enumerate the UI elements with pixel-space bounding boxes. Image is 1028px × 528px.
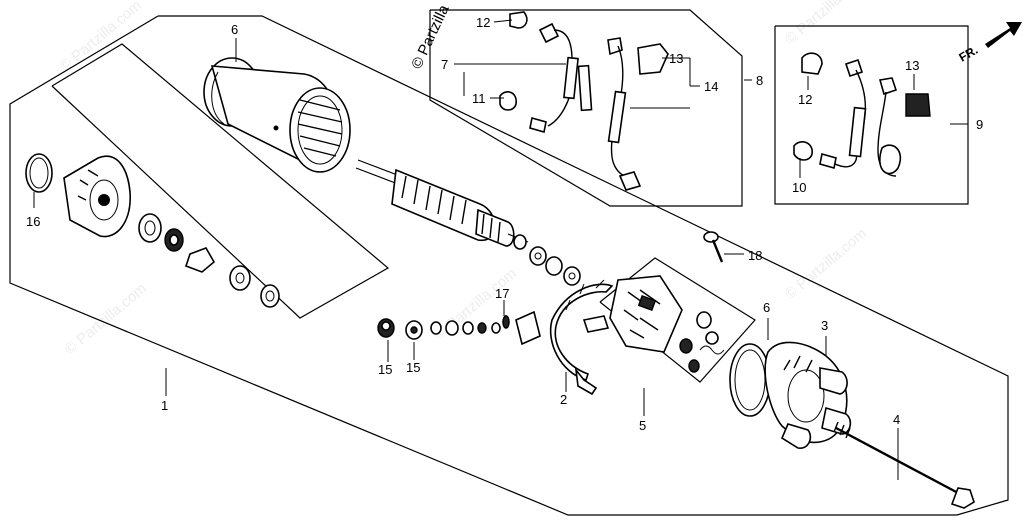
main-assembly-frame [9, 15, 1009, 516]
yoke-housing [203, 57, 351, 173]
callouts: 6 16 1 15 15 17 2 5 6 3 4 18 8 9 7 11 12… [26, 15, 983, 433]
rear-cover-3 [764, 341, 852, 449]
watermark-2: © Partzilla.com [432, 265, 520, 343]
callout-13-a: 13 [669, 51, 683, 66]
callout-6-top: 6 [231, 22, 238, 37]
wire-set-9-parts [793, 52, 931, 177]
callout-12-a: 12 [476, 15, 490, 30]
watermark-4: © Partzilla.com [782, 225, 870, 303]
bolt-18 [703, 231, 724, 263]
through-bolt-4 [833, 421, 975, 509]
callout-9: 9 [976, 117, 983, 132]
callout-5: 5 [639, 418, 646, 433]
brush-holder-assembly-5 [609, 275, 725, 373]
callout-15-b: 15 [406, 360, 420, 375]
front-bearings-washers [138, 213, 280, 308]
terminal-nuts-washers [377, 315, 510, 340]
callout-8: 8 [756, 73, 763, 88]
watermarks: © Partzilla.com © Partzilla.com © Partzi… [57, 0, 870, 358]
callout-7: 7 [441, 57, 448, 72]
armature [355, 159, 529, 250]
callout-6-lower: 6 [763, 300, 770, 315]
callout-13-b: 13 [905, 58, 919, 73]
callout-2: 2 [560, 392, 567, 407]
callout-14: 14 [704, 79, 718, 94]
callout-4: 4 [893, 412, 900, 427]
front-label: FR. [957, 43, 981, 65]
o-ring-16 [25, 153, 53, 193]
clip-17 [502, 315, 510, 329]
brush-holder-plate-2 [549, 279, 614, 396]
mid-washers [529, 246, 581, 286]
callout-1: 1 [161, 398, 168, 413]
front-direction-arrow: FR. [957, 22, 1022, 65]
callout-11: 11 [472, 91, 486, 106]
brush-spring [515, 310, 541, 346]
watermark-5: © Partzilla.com [782, 0, 870, 48]
callout-17: 17 [495, 286, 509, 301]
brush-holder-frame-5 [599, 257, 756, 383]
wire-set-8-parts [499, 11, 669, 191]
watermark-3: © Partzilla.com [62, 280, 150, 358]
callout-18: 18 [748, 248, 762, 263]
o-ring-6-lower [729, 343, 771, 417]
front-cover [63, 155, 131, 238]
callout-16: 16 [26, 214, 40, 229]
watermark-1: © Partzilla.com [57, 0, 145, 75]
callout-10: 10 [792, 180, 806, 195]
wire-set-9-frame [774, 25, 969, 205]
callout-15-a: 15 [378, 362, 392, 377]
leader-lines [33, 19, 968, 480]
callout-3: 3 [821, 318, 828, 333]
wire-set-8-frame [429, 9, 743, 207]
callout-12-b: 12 [798, 92, 812, 107]
